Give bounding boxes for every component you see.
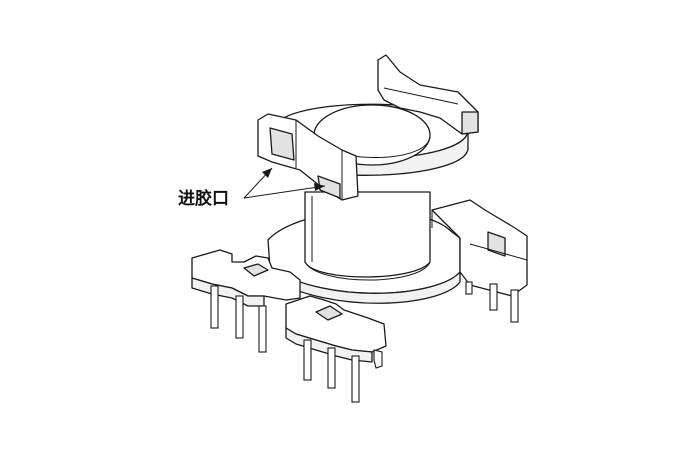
right-block-edge (469, 243, 528, 261)
left-comb-notch (243, 263, 269, 277)
pin-front-2 (327, 347, 336, 389)
top-right-clip-edge (383, 87, 459, 105)
pin-front-bent (373, 349, 383, 369)
top-right-clip-face (461, 111, 479, 135)
pin-right-1 (489, 283, 498, 311)
pin-left-1 (210, 285, 219, 329)
core-tube (304, 191, 431, 278)
front-comb-front (285, 327, 373, 363)
callout-label: 进胶口 (178, 188, 229, 209)
front-comb-notch (315, 305, 343, 321)
pin-front-1 (303, 339, 312, 381)
pin-right-2 (510, 289, 519, 323)
callout-arrowhead-1 (262, 168, 272, 178)
callout-arrowhead-2 (314, 183, 325, 191)
base-plate-edge (269, 267, 461, 304)
pin-left-3 (258, 305, 267, 353)
right-terminal-block (431, 199, 528, 297)
top-left-clip-inner (269, 127, 295, 161)
pin-right-3 (465, 281, 473, 295)
pin-left-2 (235, 295, 244, 339)
callout-leader-2 (243, 185, 326, 199)
pin-front-3 (351, 355, 360, 403)
core-tube-bottom (304, 261, 431, 281)
